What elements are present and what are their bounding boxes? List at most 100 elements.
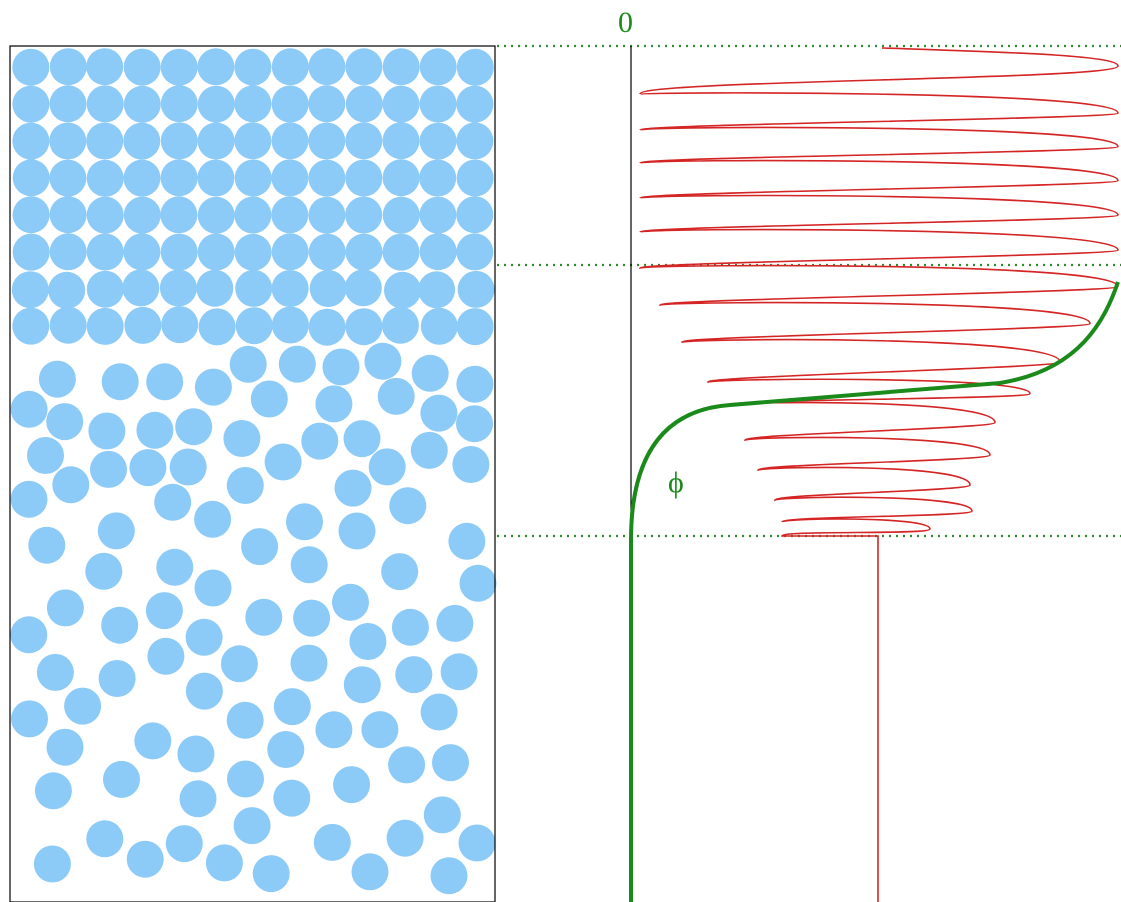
particle	[418, 271, 455, 308]
particle	[420, 233, 457, 270]
particle	[147, 638, 184, 675]
particle	[383, 122, 420, 159]
particle	[177, 736, 214, 773]
particle	[12, 123, 49, 160]
particle	[227, 761, 264, 798]
particle-packing	[10, 48, 496, 894]
particle	[441, 653, 478, 690]
particle	[421, 308, 458, 345]
particle	[48, 272, 85, 309]
particle	[448, 523, 485, 560]
particle	[364, 343, 401, 380]
particle	[387, 820, 424, 857]
particle	[272, 233, 309, 270]
particle	[383, 159, 420, 196]
particle	[86, 123, 123, 160]
particle	[146, 363, 183, 400]
particle	[315, 385, 352, 422]
particle	[13, 234, 50, 271]
particle	[456, 366, 493, 403]
particle	[87, 308, 124, 345]
particle	[314, 824, 351, 861]
particle	[49, 160, 86, 197]
particle	[13, 196, 50, 233]
particle	[197, 48, 234, 85]
particle	[11, 700, 48, 737]
particle	[87, 271, 124, 308]
particle	[13, 159, 50, 196]
particle	[456, 405, 493, 442]
particle	[388, 746, 425, 783]
particle	[271, 196, 308, 233]
particle	[12, 271, 49, 308]
particle	[309, 309, 346, 346]
particle	[124, 49, 161, 86]
particle	[457, 49, 494, 86]
particle	[235, 234, 272, 271]
particle	[436, 605, 473, 642]
particle	[279, 346, 316, 383]
particle	[160, 270, 197, 307]
particle	[85, 553, 122, 590]
particle	[344, 420, 381, 457]
particle	[221, 645, 258, 682]
particle	[234, 49, 271, 86]
particle	[267, 731, 304, 768]
particle	[456, 122, 493, 159]
particle	[234, 807, 271, 844]
particle	[431, 857, 468, 894]
particle	[349, 623, 386, 660]
particle	[308, 160, 345, 197]
axis-zero-label: 0	[618, 6, 633, 40]
particle	[161, 306, 198, 343]
particle	[170, 449, 207, 486]
particle	[291, 645, 328, 682]
particle	[456, 196, 493, 233]
particle	[291, 546, 328, 583]
particle	[382, 307, 419, 344]
particle	[236, 307, 273, 344]
particle	[286, 503, 323, 540]
particle	[458, 271, 495, 308]
particle	[420, 86, 457, 123]
particle	[127, 841, 164, 878]
particle	[64, 688, 101, 725]
particle	[124, 307, 161, 344]
particle	[274, 688, 311, 725]
particle	[49, 123, 86, 160]
particle	[460, 565, 497, 602]
particle	[457, 308, 494, 345]
particle	[378, 378, 415, 415]
particle	[198, 197, 235, 234]
particle	[161, 159, 198, 196]
particle	[175, 408, 212, 445]
particle	[230, 346, 267, 383]
particle	[420, 123, 457, 160]
particle	[345, 48, 382, 85]
particle	[271, 159, 308, 196]
particle	[383, 197, 420, 234]
particle	[146, 592, 183, 629]
particle	[234, 85, 271, 122]
particle	[87, 85, 124, 122]
particle	[136, 412, 173, 449]
particle	[456, 233, 493, 270]
particle	[223, 420, 260, 457]
particle	[333, 766, 370, 803]
particle	[383, 234, 420, 271]
particle	[180, 780, 217, 817]
particle	[424, 796, 461, 833]
particle	[346, 85, 383, 122]
particle	[241, 528, 278, 565]
particle	[88, 413, 125, 450]
particle	[308, 48, 345, 85]
particle	[103, 761, 140, 798]
particle	[27, 437, 64, 474]
particle	[11, 391, 48, 428]
particle	[86, 48, 123, 85]
particle	[412, 355, 449, 392]
particle	[124, 86, 161, 123]
particle	[186, 673, 223, 710]
particle	[87, 234, 124, 271]
